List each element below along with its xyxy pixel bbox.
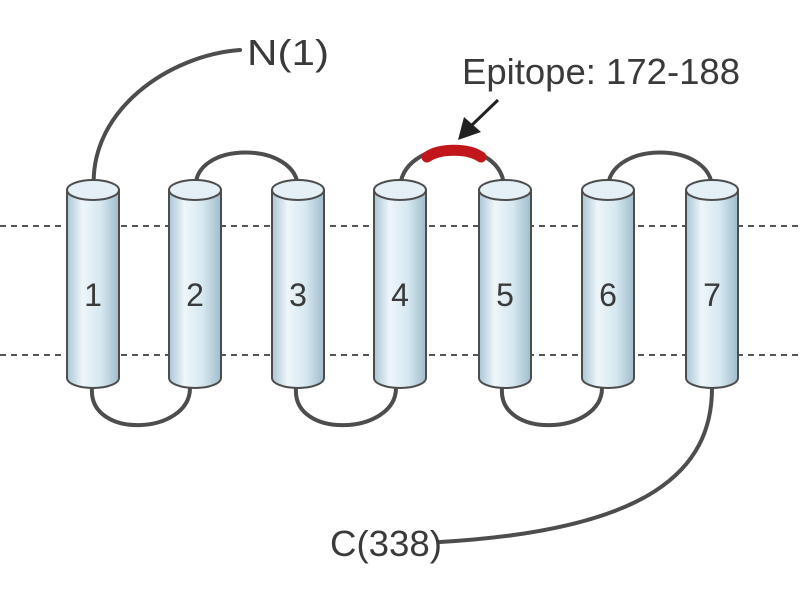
helix-body (271, 189, 325, 389)
helix-top-cap (373, 179, 427, 201)
helix-5: 5 (478, 179, 532, 389)
helix-number-label: 5 (496, 277, 514, 313)
loop-3-4 (293, 386, 398, 428)
loop-1-2 (89, 386, 192, 428)
helix-top-cap (478, 179, 532, 201)
loop-2-3 (193, 150, 301, 192)
helix-body (66, 189, 120, 389)
c-terminal-tail (438, 386, 714, 544)
loop-5-6 (499, 386, 604, 428)
helix-top-cap (168, 179, 222, 201)
helix-2: 2 (168, 179, 222, 389)
helix-group: 1 2 3 4 5 6 7 (66, 179, 739, 389)
helix-number-label: 2 (186, 277, 204, 313)
epitope-arrow-shaft (470, 98, 500, 127)
helix-top-cap (271, 179, 325, 201)
helix-6: 6 (581, 179, 635, 389)
helix-number-label: 3 (289, 277, 307, 313)
helix-body (685, 189, 739, 389)
loop-6-7 (605, 150, 715, 192)
helix-3: 3 (271, 179, 325, 389)
helix-number-label: 1 (84, 277, 102, 313)
epitope-segment (421, 144, 487, 163)
helix-top-cap (581, 179, 635, 201)
helix-number-label: 6 (599, 277, 617, 313)
n-terminal-tail (91, 48, 242, 192)
helix-4: 4 (373, 179, 427, 389)
helix-number-label: 7 (703, 277, 721, 313)
epitope-arrow-head (458, 117, 481, 140)
helix-body (168, 189, 222, 389)
helix-top-cap (66, 179, 120, 201)
epitope-label: Epitope: 172-188 (462, 51, 740, 92)
helix-7: 7 (685, 179, 739, 389)
helix-body (478, 189, 532, 389)
helix-top-cap (685, 179, 739, 201)
helix-number-label: 4 (391, 277, 409, 313)
c-terminus-label: C(338) (330, 523, 442, 564)
n-terminus-label: N(1) (247, 32, 329, 73)
helix-body (373, 189, 427, 389)
helix-1: 1 (66, 179, 120, 389)
helix-body (581, 189, 635, 389)
